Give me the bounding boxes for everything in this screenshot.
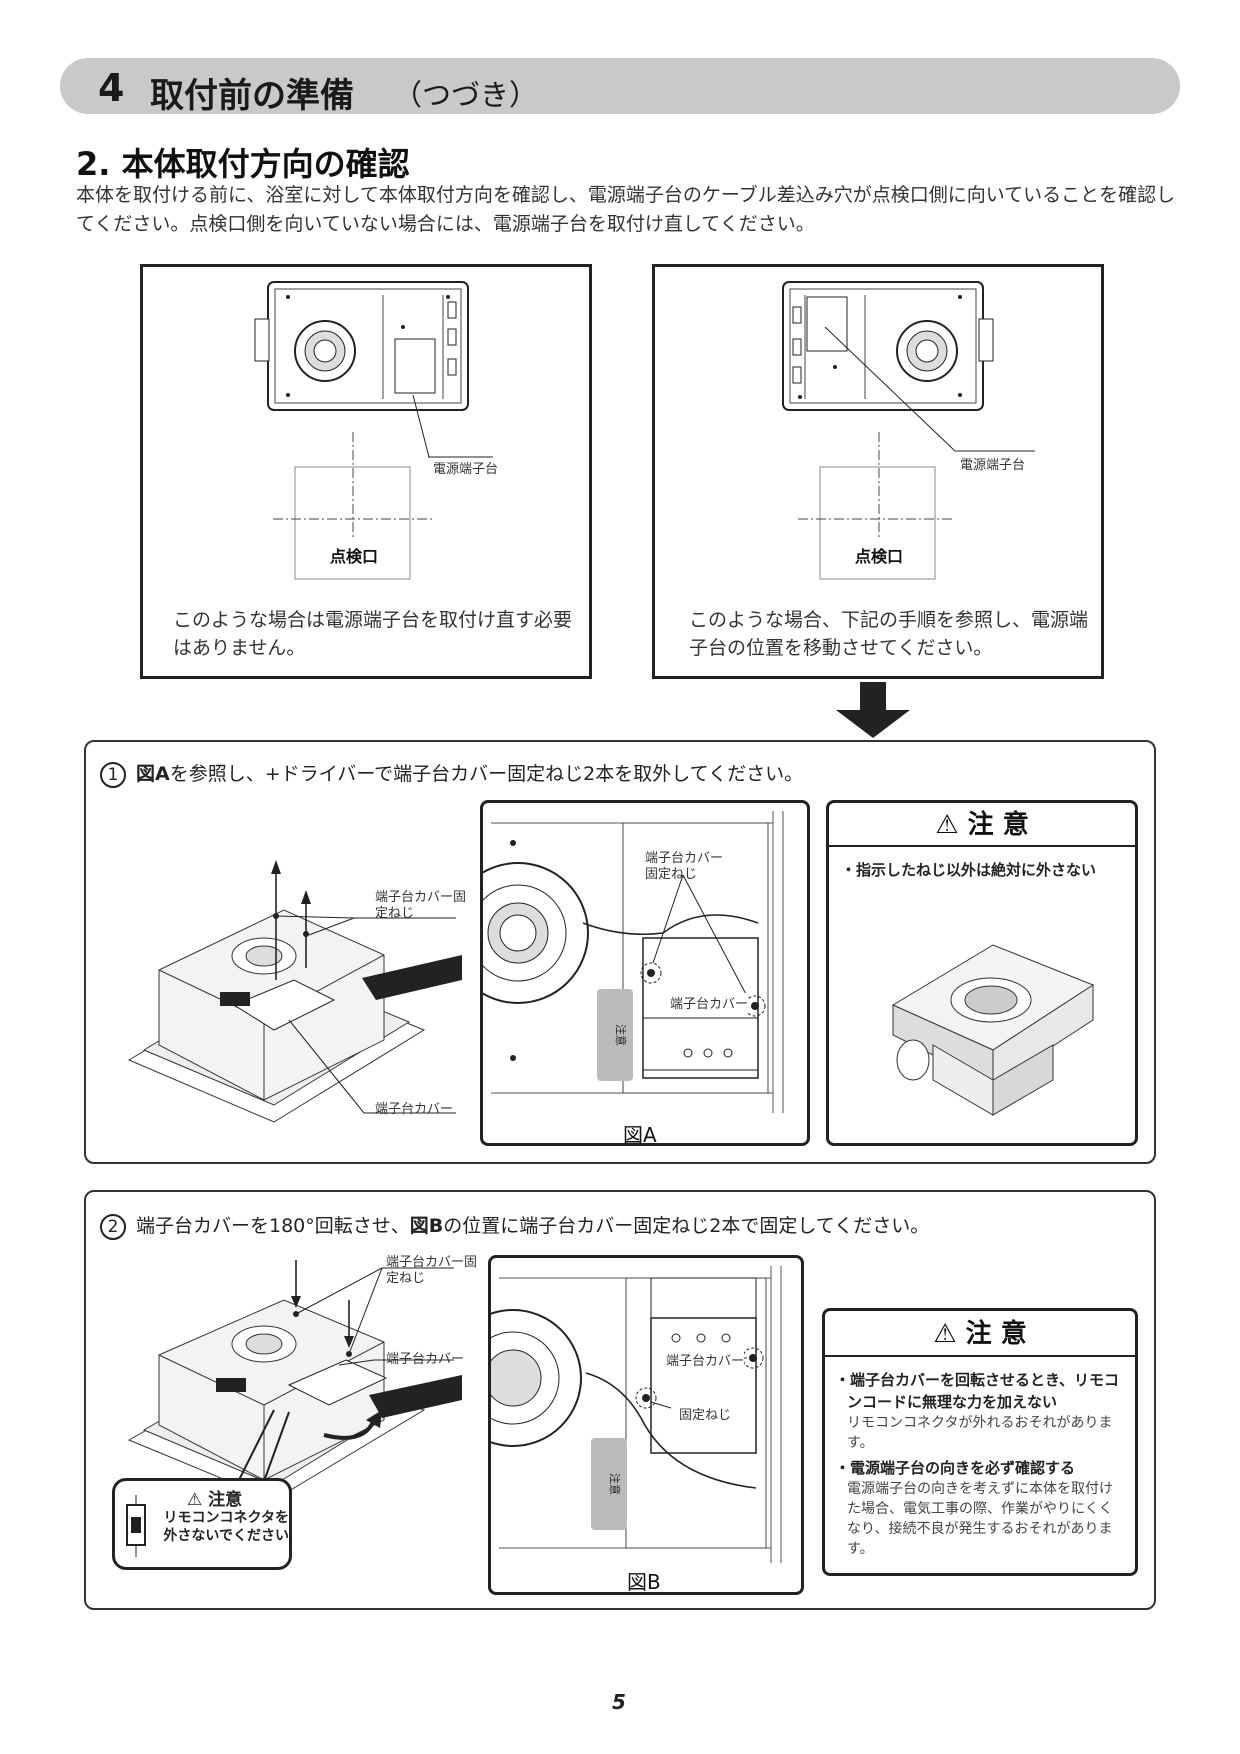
caution-item-text: リモコンコネクタが外れるおそれがあります。: [847, 1415, 1113, 1451]
connector-icon: [126, 1495, 146, 1557]
figure-a-label-cover: 端子台カバー: [670, 993, 749, 1012]
figure-b-drawing: 注意: [491, 1266, 782, 1563]
figure-b-label-screw: 固定ねじ: [679, 1404, 732, 1423]
down-arrow-icon: [836, 682, 910, 738]
caution-title-2: 注 意: [965, 1319, 1027, 1349]
caution-item-bold: ・電源端子台の向きを必ず確認する: [835, 1459, 1076, 1477]
unit-top-view-ok: 電源端子台 点検口: [254, 281, 498, 580]
warning-triangle-icon: ⚠: [933, 1319, 957, 1349]
figure-a-box: 注意 端子台カバー固定ねじ 端子台カバー 図A: [480, 800, 810, 1147]
page-number: 5: [612, 1690, 626, 1714]
figure-b-label-cover: 端子台カバー: [666, 1350, 745, 1369]
case-caption-relocate: このような場合、下記の手順を参照し、電源端子台の位置を移動させてください。: [689, 609, 1089, 659]
step2-label-cover: 端子台カバー: [386, 1352, 465, 1367]
warning-triangle-icon: ⚠: [187, 1490, 203, 1510]
chapter-number: 4: [98, 66, 125, 110]
figure-a-caption: 図A: [623, 1123, 657, 1147]
callout-title: 注意: [208, 1490, 243, 1510]
step1-iso-drawing: [127, 860, 462, 1123]
chapter-header-bar: [60, 58, 1180, 114]
figure-a-drawing: 注意: [483, 811, 784, 1113]
callout-text: リモコンコネクタを外さないでください: [163, 1510, 289, 1544]
unit-top-view-relocate: 電源端子台 点検口: [782, 281, 1035, 580]
case-box-ok: 電源端子台 点検口 このような場合は電源端子台を取付け直す必要はありません。: [140, 264, 592, 679]
section-title: 2. 本体取付方向の確認: [76, 145, 410, 183]
step1-number: 1: [100, 761, 126, 788]
unit-illustration: [891, 944, 1095, 1116]
chapter-title: 取付前の準備: [150, 76, 354, 116]
caution-item: ・指示したねじ以外は絶対に外さない: [841, 861, 1097, 879]
caution-box-2: ⚠ 注 意 ・端子台カバーを回転させるとき、リモコンコードに無理な力を加えない …: [822, 1308, 1138, 1576]
warning-triangle-icon: ⚠: [935, 810, 959, 840]
figure-a-label-screws: 端子台カバー固定ねじ: [645, 851, 724, 882]
case-box-relocate: 電源端子台 点検口 このような場合、下記の手順を参照し、電源端子台の位置を移動さ…: [652, 264, 1104, 679]
terminal-label: 電源端子台: [960, 458, 1025, 473]
figure-b-caption: 図B: [627, 1570, 661, 1594]
step1-label-cover: 端子台カバー: [375, 1102, 454, 1117]
caution-title-1: 注 意: [967, 810, 1029, 840]
section-intro: 本体を取付ける前に、浴室に対して本体取付方向を確認し、電源端子台のケーブル差込み…: [76, 184, 1176, 235]
caution-item-text: 電源端子台の向きを考えずに本体を取付けた場合、電気工事の際、作業がやりにくくなり…: [847, 1481, 1113, 1557]
step2-label-screws: 端子台カバー固定ねじ: [386, 1255, 478, 1286]
caution-items-2: ・端子台カバーを回転させるとき、リモコンコードに無理な力を加えない リモコンコネ…: [835, 1369, 1125, 1559]
step2-number: 2: [100, 1213, 126, 1240]
chapter-subtitle: （つづき）: [393, 78, 539, 112]
case-caption-ok: このような場合は電源端子台を取付け直す必要はありません。: [173, 609, 573, 659]
caution-item-bold: ・端子台カバーを回転させるとき、リモコンコードに無理な力を加えない: [835, 1371, 1119, 1411]
figure-b-box: 注意 端子台カバー 固定ねじ 図B: [488, 1255, 804, 1595]
terminal-label: 電源端子台: [433, 462, 498, 477]
step2-iso-drawing: [127, 1260, 462, 1501]
inspection-port-label: 点検口: [330, 547, 378, 566]
connector-callout: ⚠ 注意 リモコンコネクタを外さないでください: [112, 1478, 292, 1570]
caution-sticker-text: 注意: [614, 1024, 628, 1046]
step1-label-screws: 端子台カバー固定ねじ: [375, 890, 467, 921]
caution-sticker-text: 注意: [608, 1473, 622, 1495]
inspection-port-label: 点検口: [855, 547, 903, 566]
caution-box-1: ⚠ 注 意 ・指示したねじ以外は絶対に外さない: [826, 800, 1138, 1146]
